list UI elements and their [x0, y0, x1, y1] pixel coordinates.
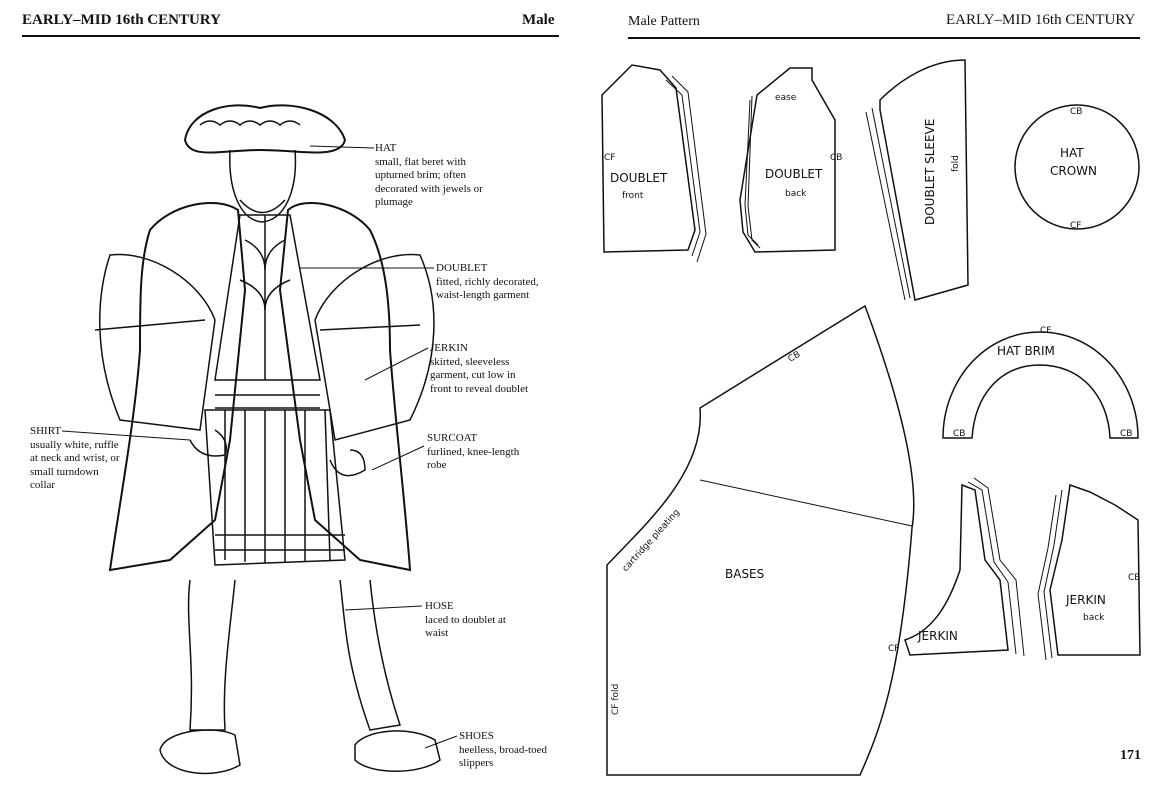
- doublet-front-sub: front: [622, 191, 644, 201]
- doublet-front-name: DOUBLET: [610, 171, 668, 185]
- hat-crown-top: CB: [1070, 107, 1082, 117]
- doublet-back-sub: back: [785, 189, 807, 199]
- hat-brim-name: HAT BRIM: [997, 344, 1055, 358]
- pattern-hat-brim: HAT BRIM CF CB CB: [942, 326, 1139, 439]
- hat-brim-top: CF: [1040, 326, 1051, 336]
- doublet-back-mark: CB: [830, 153, 842, 163]
- hat-crown-name2: CROWN: [1050, 164, 1097, 178]
- label-shoes-desc: heelless, broad-toed slippers: [459, 743, 547, 770]
- label-shirt-title: SHIRT: [30, 425, 62, 437]
- bases-cb: CB: [787, 350, 803, 365]
- pattern-hat-crown: HAT CROWN CB CF: [1014, 104, 1140, 231]
- pattern-doublet-sleeve: DOUBLET SLEEVE fold: [865, 59, 969, 301]
- label-hat: HAT small, flat beret with upturned brim…: [375, 142, 485, 210]
- pattern-doublet-front: DOUBLET front CF: [601, 64, 707, 263]
- label-jerkin-title: JERKIN: [430, 342, 468, 354]
- label-shirt: SHIRT usually white, ruffle at neck and …: [30, 425, 122, 493]
- pattern-jerkin-front: JERKIN CF: [888, 477, 1025, 657]
- left-header-gender: Male: [522, 12, 555, 28]
- right-header-century: EARLY–MID 16th CENTURY: [946, 12, 1136, 28]
- label-hose-title: HOSE: [425, 600, 454, 612]
- label-doublet: DOUBLET fitted, richly decorated, waist-…: [436, 262, 558, 303]
- label-shirt-desc: usually white, ruffle at neck and wrist,…: [30, 438, 120, 492]
- hat-brim-right: CB: [1120, 429, 1132, 439]
- page-number: 171: [1120, 748, 1141, 763]
- hat-brim-left: CB: [953, 429, 965, 439]
- label-surcoat-desc: furlined, knee-length robe: [427, 445, 520, 472]
- jerkin-front-name: JERKIN: [917, 629, 958, 643]
- hat-crown-name1: HAT: [1060, 146, 1084, 160]
- label-hat-desc: small, flat beret with upturned brim; of…: [375, 155, 483, 209]
- left-header-title: EARLY–MID 16th CENTURY: [22, 12, 221, 28]
- bases-fold: CF fold: [611, 684, 621, 715]
- label-jerkin-desc: skirted, sleeveless garment, cut low in …: [430, 355, 529, 395]
- label-surcoat-title: SURCOAT: [427, 432, 478, 444]
- pattern-jerkin-back: JERKIN back CB: [1037, 483, 1141, 661]
- right-header-rule: [628, 37, 1140, 39]
- doublet-front-mark: CF: [604, 153, 615, 163]
- pattern-bases: BASES CB cartridge pleating CF fold: [606, 304, 915, 776]
- doublet-back-name: DOUBLET: [765, 167, 823, 181]
- label-shoes: SHOES heelless, broad-toed slippers: [459, 730, 554, 771]
- doublet-sleeve-name: DOUBLET SLEEVE: [923, 119, 937, 225]
- label-doublet-desc: fitted, richly decorated, waist-length g…: [436, 275, 539, 302]
- label-shoes-title: SHOES: [459, 730, 494, 742]
- doublet-back-ease: ease: [775, 93, 797, 103]
- label-doublet-title: DOUBLET: [436, 262, 488, 274]
- jerkin-back-sub: back: [1083, 613, 1105, 623]
- doublet-sleeve-fold: fold: [951, 155, 961, 172]
- pattern-doublet-back: DOUBLET back ease CB: [739, 67, 842, 253]
- left-header-rule: [22, 35, 559, 37]
- label-jerkin: JERKIN skirted, sleeveless garment, cut …: [430, 342, 530, 396]
- label-hose: HOSE laced to doublet at waist: [425, 600, 515, 641]
- hat-crown-bottom: CF: [1070, 221, 1081, 231]
- label-hose-desc: laced to doublet at waist: [425, 613, 506, 640]
- label-surcoat: SURCOAT furlined, knee-length robe: [427, 432, 539, 473]
- jerkin-front-mark: CF: [888, 644, 899, 654]
- right-header-title: Male Pattern: [628, 14, 700, 29]
- jerkin-back-name: JERKIN: [1065, 593, 1106, 607]
- jerkin-back-mark: CB: [1128, 573, 1140, 583]
- bases-name: BASES: [725, 567, 764, 581]
- label-hat-title: HAT: [375, 142, 397, 154]
